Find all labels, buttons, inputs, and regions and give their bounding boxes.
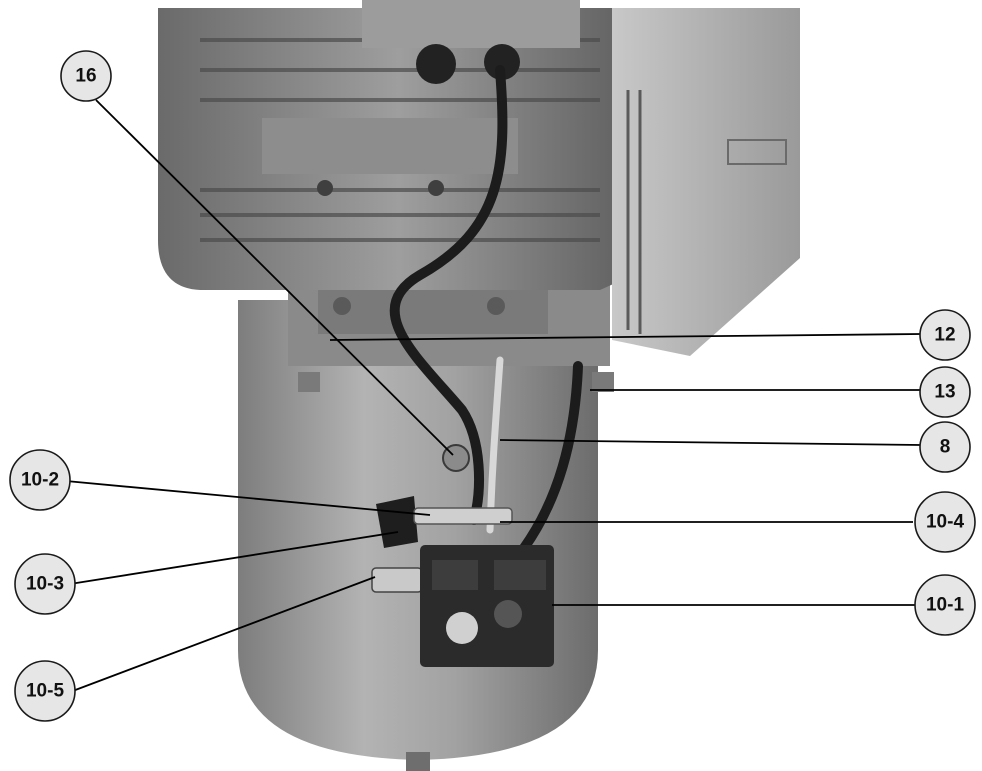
motor-foot-mount bbox=[262, 118, 518, 174]
motor-foot-bolt-left bbox=[317, 180, 333, 196]
callout-10-4: 10-4 bbox=[914, 491, 976, 553]
callout-8: 8 bbox=[919, 421, 971, 473]
callout-10-5-label: 10-5 bbox=[26, 681, 64, 702]
callout-16-label: 16 bbox=[75, 66, 96, 87]
callout-12-label: 12 bbox=[934, 325, 955, 346]
power-cable bbox=[389, 65, 508, 525]
tee-fitting bbox=[413, 507, 513, 525]
air-tank bbox=[238, 300, 598, 760]
switch-button-dark bbox=[494, 600, 522, 628]
motor-foot-bolt-right bbox=[428, 180, 444, 196]
bracket-bolt-right bbox=[487, 297, 505, 315]
leader-10-3 bbox=[69, 531, 399, 585]
leader-10-2 bbox=[65, 480, 431, 516]
callout-10-5: 10-5 bbox=[14, 660, 76, 722]
bracket-foot-right bbox=[592, 372, 614, 392]
safety-valve-knob bbox=[376, 496, 418, 548]
callout-13: 13 bbox=[919, 366, 971, 418]
tank-drain-plug bbox=[406, 752, 430, 771]
bracket-bolt-left bbox=[333, 297, 351, 315]
callout-10-3: 10-3 bbox=[14, 553, 76, 615]
cable-gland-left bbox=[416, 44, 456, 84]
pressure-switch-label-right bbox=[494, 560, 546, 590]
callout-8-label: 8 bbox=[940, 437, 951, 458]
leader-10-5 bbox=[69, 576, 376, 693]
callout-10-2-label: 10-2 bbox=[21, 470, 59, 491]
belt-guard-shroud bbox=[612, 8, 800, 356]
shroud-window bbox=[727, 139, 787, 165]
callout-10-3-label: 10-3 bbox=[26, 574, 64, 595]
switch-cable bbox=[519, 361, 583, 553]
quick-coupling bbox=[371, 567, 423, 593]
compressor-photo bbox=[158, 0, 800, 771]
motor-terminal-box bbox=[362, 0, 580, 48]
callout-16: 16 bbox=[60, 50, 112, 102]
shroud-vent-slots bbox=[626, 90, 642, 334]
callout-10-1: 10-1 bbox=[914, 574, 976, 636]
callout-10-2: 10-2 bbox=[9, 449, 71, 511]
callout-13-label: 13 bbox=[934, 382, 955, 403]
pressure-switch-label-left bbox=[432, 560, 478, 590]
switch-button-white bbox=[446, 612, 478, 644]
leader-12 bbox=[329, 333, 922, 341]
callout-10-1-label: 10-1 bbox=[926, 595, 964, 616]
cable-gland-right bbox=[484, 44, 520, 80]
callout-12: 12 bbox=[919, 309, 971, 361]
leader-8 bbox=[499, 439, 922, 446]
callout-10-4-label: 10-4 bbox=[926, 512, 964, 533]
leader-lines bbox=[65, 99, 922, 693]
leader-16 bbox=[95, 99, 454, 456]
bracket-foot-left bbox=[298, 372, 320, 392]
